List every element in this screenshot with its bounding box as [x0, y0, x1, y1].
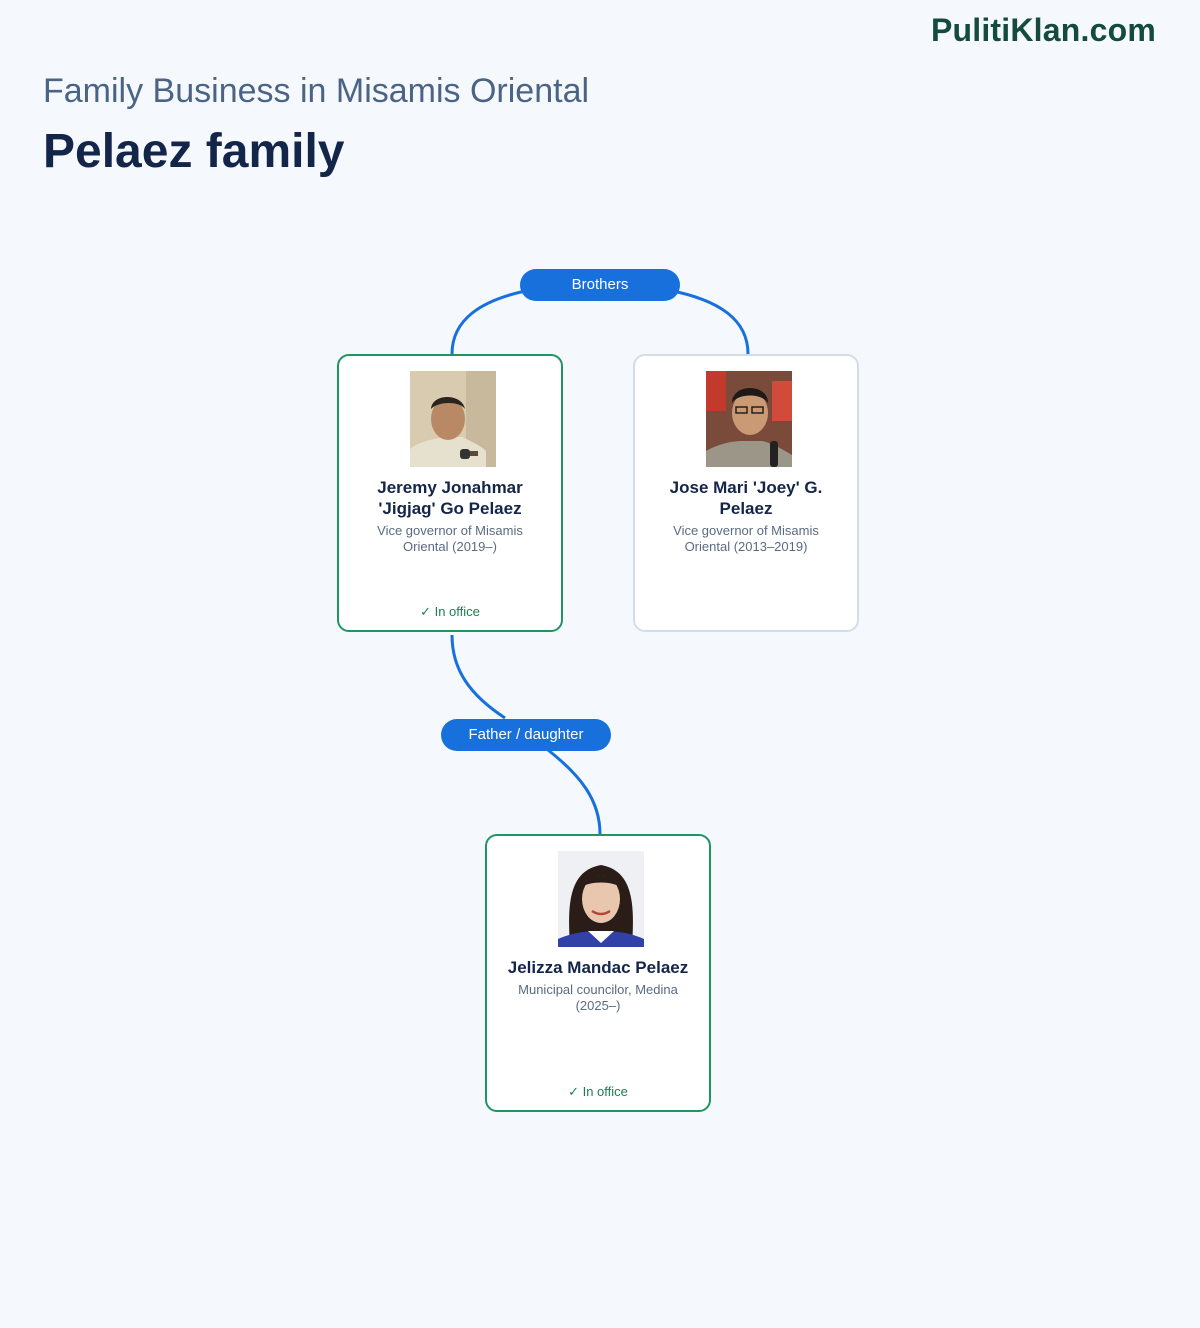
link-daughter-bottom	[547, 748, 602, 835]
relation-brothers-badge: Brothers	[520, 269, 680, 301]
person-name: Jelizza Mandac Pelaez	[507, 958, 689, 977]
status-badge: ✓ In office	[568, 1084, 628, 1099]
person-role: Vice governor of Misamis Oriental (2013–…	[673, 523, 819, 554]
page-title: Pelaez family	[43, 125, 345, 178]
person-role: Vice governor of Misamis Oriental (2019–…	[377, 523, 523, 554]
link-father-top	[450, 634, 506, 720]
status-badge: ✓ In office	[420, 604, 480, 619]
person-photo-icon	[706, 371, 792, 467]
person-name: Jeremy Jonahmar 'Jigjag' Go Pelaez	[377, 478, 523, 518]
person-name: Jose Mari 'Joey' G. Pelaez	[669, 478, 823, 518]
brand-logo[interactable]: PulitiKlan.com	[930, 12, 1156, 48]
person-card-jeremy[interactable]: Jeremy Jonahmar 'Jigjag' Go Pelaez Vice …	[337, 354, 563, 632]
person-role: Municipal councilor, Medina (2025–)	[518, 982, 678, 1013]
person-card-jose-mari[interactable]: Jose Mari 'Joey' G. Pelaez Vice governor…	[633, 354, 859, 632]
person-photo-icon	[410, 371, 496, 467]
person-photo-icon	[558, 851, 644, 947]
page-subtitle: Family Business in Misamis Oriental	[43, 72, 590, 110]
person-card-jelizza[interactable]: Jelizza Mandac Pelaez Municipal councilo…	[485, 834, 711, 1112]
relation-father-daughter-badge: Father / daughter	[441, 719, 611, 751]
link-brothers-left	[450, 288, 531, 355]
link-brothers-right	[667, 288, 750, 355]
